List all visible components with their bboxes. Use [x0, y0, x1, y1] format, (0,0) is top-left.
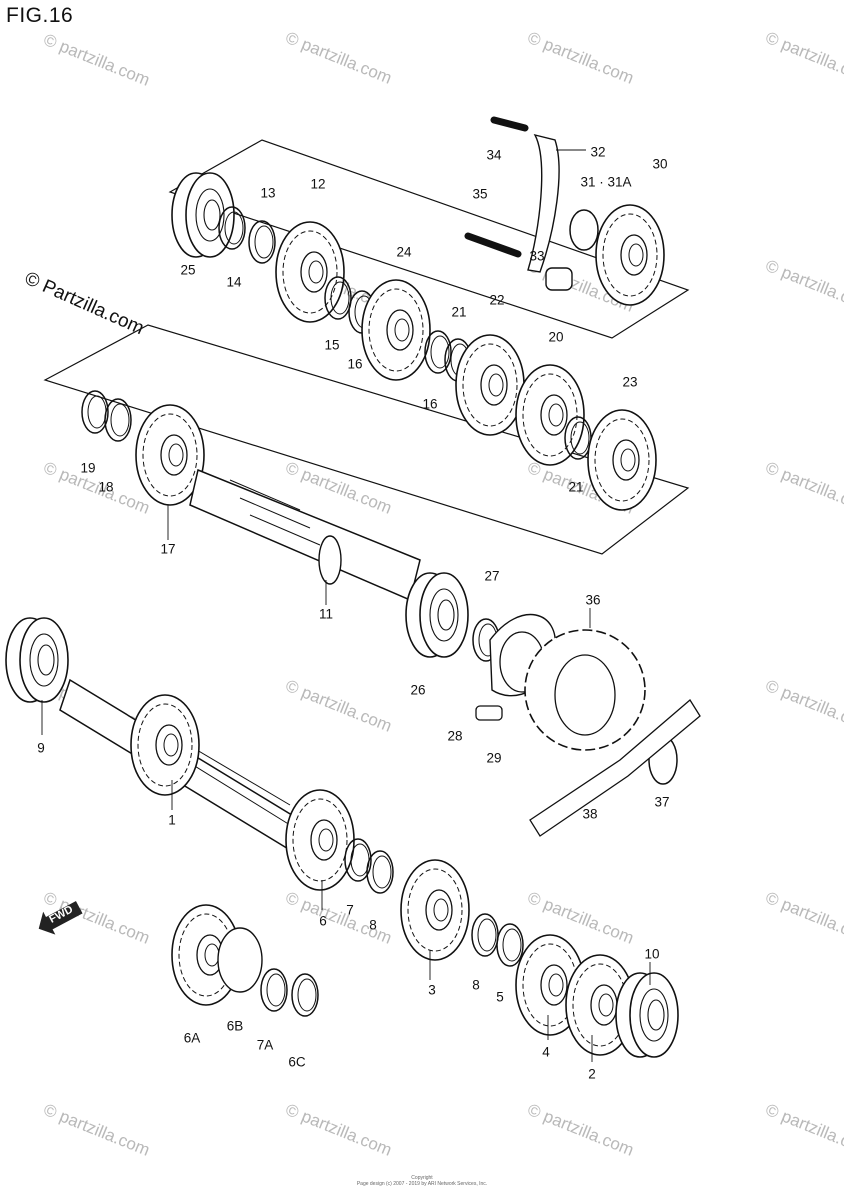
callout-label: 25: [180, 262, 196, 278]
copyright-footer: Copyright Page design (c) 2007 - 2019 by…: [352, 1175, 492, 1187]
copyright-line: Page design (c) 2007 - 2019 by ARI Netwo…: [356, 1181, 488, 1187]
callout-label: 6C: [288, 1054, 306, 1070]
callout-label: 10: [644, 946, 660, 962]
callout-label: 6B: [226, 1018, 244, 1034]
callout-label: 17: [160, 541, 176, 557]
callout-label: 30: [652, 156, 668, 172]
callout-label: 12: [310, 176, 326, 192]
callout-label: 16: [347, 356, 363, 372]
callout-label: 1: [168, 812, 176, 828]
callout-label: 34: [486, 147, 502, 163]
callout-label: 3: [428, 982, 436, 998]
callout-label: 4: [542, 1044, 550, 1060]
callout-label: 37: [654, 794, 670, 810]
callout-label: 9: [37, 740, 45, 756]
callout-label: 35: [472, 186, 488, 202]
callout-label: 8: [369, 917, 377, 933]
callout-label: 33: [529, 248, 545, 264]
callout-label: 21: [451, 304, 467, 320]
callout-label: 5: [496, 989, 504, 1005]
callout-label: 2: [588, 1066, 596, 1082]
callout-label: 26: [410, 682, 426, 698]
callout-label: 19: [80, 460, 96, 476]
callout-label: 27: [484, 568, 500, 584]
callout-label: 6: [319, 913, 327, 929]
figure-title: FIG.16: [6, 4, 74, 27]
fwd-arrow-icon: FWD: [33, 896, 86, 941]
callout-label: 14: [226, 274, 242, 290]
callout-label: 18: [98, 479, 114, 495]
callout-label: 16: [422, 396, 438, 412]
callout-label: 7: [346, 902, 354, 918]
callout-label: 28: [447, 728, 463, 744]
callout-label: 15: [324, 337, 340, 353]
callout-label: 22: [489, 292, 505, 308]
callout-label: 36: [585, 592, 601, 608]
callout-label: 24: [396, 244, 412, 260]
callout-label: 38: [582, 806, 598, 822]
callout-label: 31 · 31A: [580, 174, 632, 190]
copyright-line: Copyright: [411, 1175, 433, 1181]
callout-label: 21: [568, 479, 584, 495]
callout-label: 8: [472, 977, 480, 993]
callout-label: 7A: [256, 1037, 274, 1053]
callout-label: 11: [318, 606, 334, 622]
callout-label: 29: [486, 750, 502, 766]
callout-label: 13: [260, 185, 276, 201]
callout-label: 32: [590, 144, 606, 160]
callout-label: 23: [622, 374, 638, 390]
callout-label: 20: [548, 329, 564, 345]
callout-label: 6A: [183, 1030, 201, 1046]
